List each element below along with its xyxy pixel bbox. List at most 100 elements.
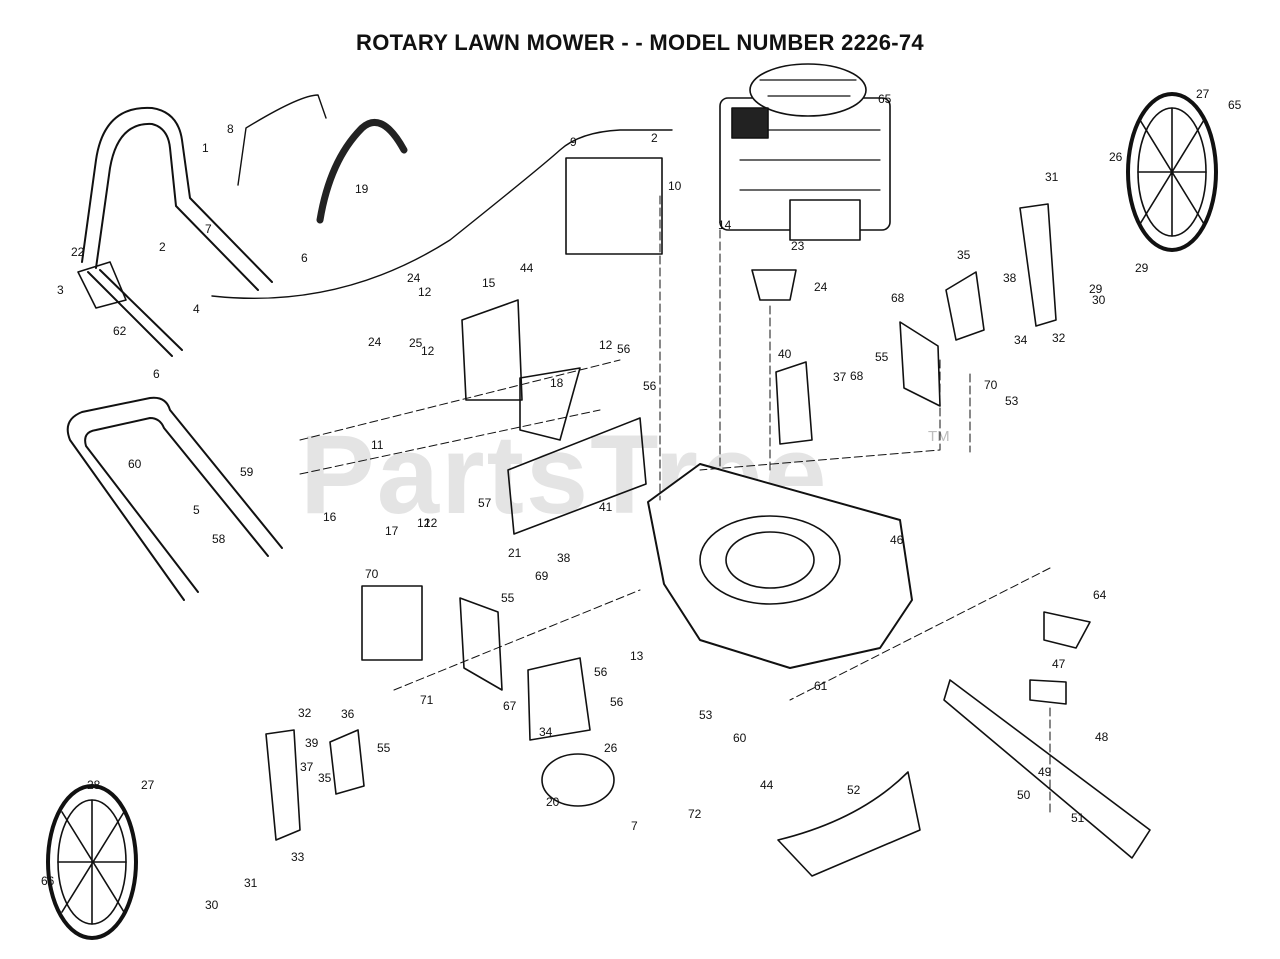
callout-41: 41 — [599, 500, 613, 514]
engine-spacer — [751, 269, 797, 301]
blade-adapter-62 — [1043, 611, 1091, 649]
callout-36: 36 — [341, 707, 355, 721]
callout-66: 66 — [41, 874, 55, 888]
mower-deck — [647, 463, 913, 669]
callout-46: 46 — [890, 533, 904, 547]
callout-12: 12 — [421, 344, 435, 358]
callout-34: 34 — [539, 725, 553, 739]
baffle-17 — [519, 367, 581, 441]
callout-57: 57 — [478, 496, 492, 510]
callout-58: 58 — [212, 532, 226, 546]
callout-33: 33 — [291, 850, 305, 864]
callout-31: 31 — [1045, 170, 1059, 184]
callout-62: 62 — [113, 324, 127, 338]
callout-55: 55 — [377, 741, 391, 755]
engine — [719, 63, 891, 241]
callout-20: 20 — [546, 795, 560, 809]
callout-49: 49 — [1038, 765, 1052, 779]
callout-24: 24 — [407, 271, 421, 285]
callout-11: 11 — [371, 438, 384, 452]
callout-17: 17 — [385, 524, 399, 538]
callout-25: 25 — [409, 336, 423, 350]
callout-47: 47 — [1052, 657, 1066, 671]
height-adjuster-right — [1019, 203, 1057, 327]
wheel-plate-left — [329, 729, 365, 795]
callout-12: 12 — [418, 285, 432, 299]
dashed-leaders — [299, 195, 1051, 813]
callout-15: 15 — [482, 276, 496, 290]
rear-shield-20 — [507, 417, 647, 535]
chute-33 — [527, 657, 591, 741]
rear-bracket-right — [899, 321, 941, 407]
callout-56: 56 — [617, 342, 631, 356]
callout-56: 56 — [643, 379, 657, 393]
callout-31: 31 — [244, 876, 258, 890]
baffle-14 — [461, 299, 523, 401]
blade-holder-46 — [1029, 679, 1067, 705]
callout-13: 13 — [630, 649, 644, 663]
callout-60: 60 — [733, 731, 747, 745]
callout-28: 28 — [87, 778, 101, 792]
callout-27: 27 — [1196, 87, 1210, 101]
callout-48: 48 — [1095, 730, 1109, 744]
callout-71: 71 — [420, 693, 434, 707]
callout-29: 29 — [1135, 261, 1149, 275]
callout-61: 61 — [814, 679, 828, 693]
callout-37: 37 — [833, 370, 847, 384]
upper-handle — [81, 106, 273, 357]
callout-38: 38 — [557, 551, 571, 565]
deck-baffle-51 — [777, 771, 921, 877]
callout-53: 53 — [699, 708, 713, 722]
callout-24: 24 — [368, 335, 382, 349]
left-wheel — [46, 784, 138, 940]
callout-27: 27 — [141, 778, 155, 792]
callout-64: 64 — [1093, 588, 1107, 602]
callout-9: 9 — [570, 135, 577, 149]
callout-2: 2 — [651, 131, 658, 145]
callout-35: 35 — [318, 771, 332, 785]
callout-12: 12 — [424, 516, 438, 530]
callout-32: 32 — [298, 706, 312, 720]
callout-68: 68 — [850, 369, 864, 383]
callout-29: 29 — [1089, 282, 1103, 296]
callout-70: 70 — [984, 378, 998, 392]
callout-14: 14 — [718, 218, 732, 232]
callout-50: 50 — [1017, 788, 1031, 802]
callout-19: 19 — [355, 182, 369, 196]
callout-35: 35 — [957, 248, 971, 262]
callout-67: 67 — [503, 699, 517, 713]
callout-52: 52 — [847, 783, 861, 797]
discharge-door — [565, 157, 663, 255]
callout-34: 34 — [1014, 333, 1028, 347]
callout-65: 65 — [878, 92, 892, 106]
plate-69 — [361, 585, 423, 661]
trademark-mark: TM — [928, 428, 950, 445]
callout-12: 12 — [599, 338, 613, 352]
callout-39: 39 — [305, 736, 319, 750]
callout-6: 6 — [301, 251, 308, 265]
callout-59: 59 — [240, 465, 254, 479]
callout-1: 1 — [202, 141, 209, 155]
callout-70: 70 — [365, 567, 379, 581]
callout-51: 51 — [1071, 811, 1085, 825]
callout-55: 55 — [501, 591, 515, 605]
callout-22: 22 — [71, 245, 85, 259]
callout-23: 23 — [791, 239, 805, 253]
callout-30: 30 — [205, 898, 219, 912]
callout-44: 44 — [760, 778, 774, 792]
handle-grip — [316, 118, 408, 224]
callout-37: 37 — [300, 760, 314, 774]
callout-38: 38 — [1003, 271, 1017, 285]
handle-bracket — [77, 261, 127, 309]
right-wheel — [1126, 92, 1218, 252]
callout-2: 2 — [159, 240, 166, 254]
callout-12: 12 — [417, 516, 431, 530]
callout-32: 32 — [1052, 331, 1066, 345]
callout-55: 55 — [875, 350, 889, 364]
callout-24: 24 — [814, 280, 828, 294]
callout-21: 21 — [508, 546, 522, 560]
callout-16: 16 — [323, 510, 337, 524]
callout-3: 3 — [57, 283, 64, 297]
rear-bracket-left — [459, 597, 503, 691]
